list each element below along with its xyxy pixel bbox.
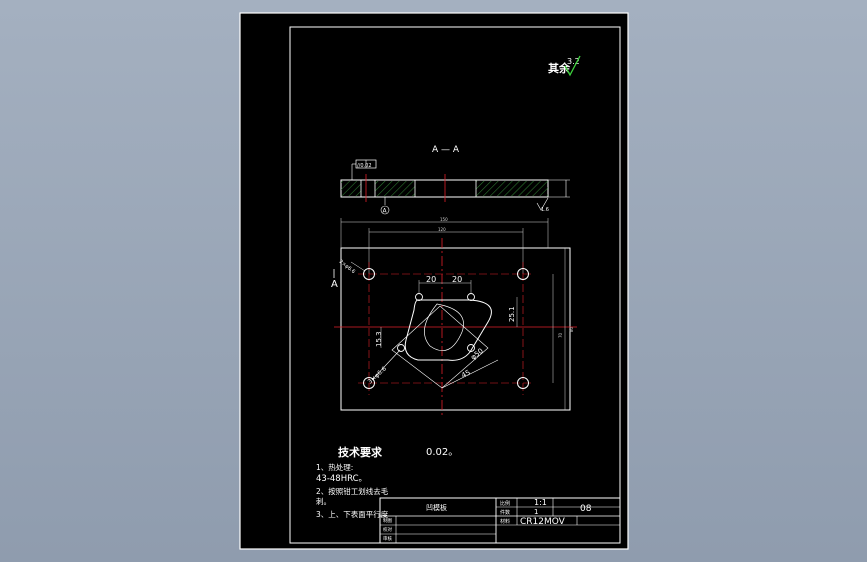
corner-hole-bottom-left (363, 377, 375, 389)
scale-value: 1:1 (534, 498, 547, 507)
tech-item: 43-48HRC。 (316, 474, 367, 484)
hatch-mid (375, 181, 415, 196)
roughness-check-icon (564, 55, 581, 77)
dim-height: 70 (558, 332, 563, 338)
hatch-right (476, 181, 548, 196)
dim-hole-spacing: 120 (438, 227, 446, 232)
title-block: 凹模板 比例 1:1 件数 1 材料 CR12MOV 08 制图 校对 审核 (379, 497, 621, 544)
qty-label: 件数 (500, 509, 510, 516)
construction-triangle (391, 305, 489, 389)
tech-tolerance-note: 0.02。 (426, 447, 458, 458)
roughness-value: 3.2 (567, 57, 580, 66)
material-value: CR12MOV (520, 517, 566, 527)
hatch-left (341, 181, 361, 196)
plate-outline (340, 247, 571, 411)
dim-25: 25.1 (508, 306, 516, 322)
part-name: 凹模板 (426, 503, 447, 512)
pin-hole-right-mid (467, 344, 475, 352)
section-marker: A (331, 279, 338, 290)
scale-label: 比例 (500, 500, 510, 507)
tech-item: 刺。 (316, 497, 331, 506)
qty-value: 1 (534, 508, 538, 516)
dim-overall-width: 150 (440, 217, 448, 222)
pin-hole-left-mid (397, 344, 405, 352)
dim-diag-bottom: 45 (460, 369, 472, 380)
section-view: //0.02 A 1.6 (340, 159, 570, 215)
corner-hole-bottom-right (517, 377, 529, 389)
tech-item: 1、热处理: (316, 462, 353, 472)
tech-heading: 技术要求 (338, 445, 383, 459)
datum-circle (380, 205, 390, 215)
roughness-small-icon (536, 197, 549, 211)
section-title: A — A (432, 145, 460, 155)
dim-height2: 80 (569, 326, 574, 332)
drawing-sheet (239, 12, 629, 550)
row-label-review: 审核 (383, 535, 392, 542)
corner-hole-top-left (363, 268, 375, 280)
roughness-small-value: 1.6 (541, 207, 549, 213)
datum-label: A (383, 208, 388, 215)
material-label: 材料 (500, 518, 510, 525)
die-opening (404, 299, 492, 361)
dim-20-right: 20 (452, 275, 462, 284)
drawing-number: 08 (580, 504, 592, 514)
row-label-draw: 制图 (383, 517, 392, 524)
tech-item: 3、上、下表面平行度 (316, 509, 389, 519)
die-contour (424, 303, 464, 351)
dim-15: 15.3 (375, 331, 383, 347)
tech-item: 2、按照钳工划线去毛 (316, 486, 389, 496)
row-label-check: 校对 (383, 526, 392, 533)
roughness-other-label: 其余 (548, 61, 571, 75)
dim-20-left: 20 (426, 275, 436, 284)
corner-hole-top-right (517, 268, 529, 280)
technical-requirements: 技术要求 0.02。 1、热处理: 43-48HRC。 2、按照钳工划线去毛 刺… (316, 445, 458, 519)
parallelism-symbol: //0.02 (357, 163, 372, 169)
